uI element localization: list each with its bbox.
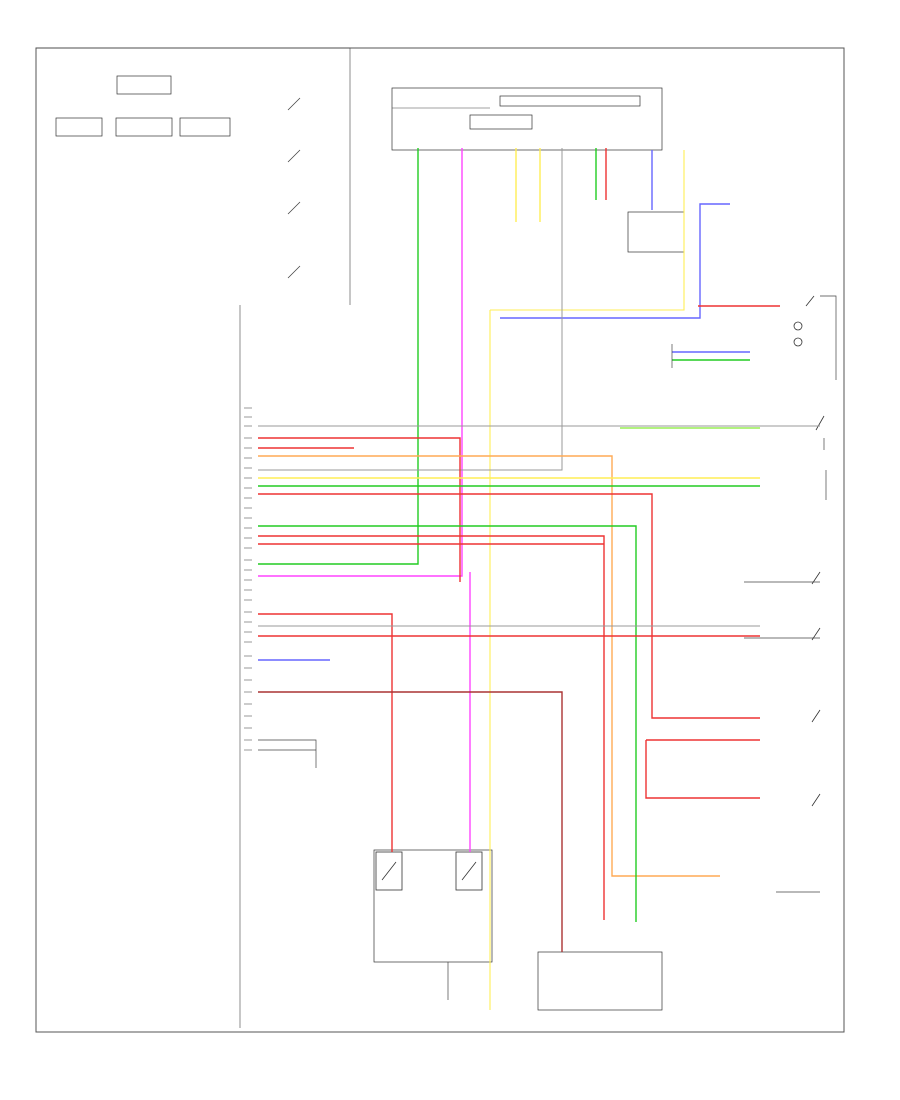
- fuel-tank-unit-box: [537, 951, 663, 1011]
- wire-green-526: [258, 525, 637, 922]
- relay-box: [627, 211, 685, 253]
- wire-red-494: [258, 493, 760, 719]
- wire-brown-692: [258, 691, 563, 952]
- wire-yellow-top: [490, 150, 685, 311]
- wire-green-main: [258, 148, 419, 565]
- instrument-fuse-box: [469, 114, 533, 130]
- legend-border: [36, 47, 351, 305]
- wire-orange-456: [258, 455, 720, 877]
- connector-pin-ticks: [244, 407, 252, 751]
- wire-magenta-main: [258, 148, 463, 577]
- switch-symbols: [375, 295, 825, 891]
- transmission-switch-box: [373, 849, 493, 963]
- diagram-frame: [35, 47, 845, 1033]
- wire-red-438: [258, 437, 461, 582]
- wire-blue-top: [500, 203, 730, 319]
- fuse-block-label: [499, 95, 641, 107]
- wire-traces: [258, 148, 820, 1010]
- wire-gray-560: [258, 148, 563, 471]
- wire-red-614: [258, 613, 393, 852]
- wire-red-738: [645, 740, 760, 799]
- legend-boxes: [55, 75, 231, 137]
- legend-gauge-ticks: [287, 97, 301, 279]
- ground-lines: [258, 295, 837, 1000]
- fuse-box: [391, 87, 663, 151]
- wire-red-536: [258, 535, 605, 920]
